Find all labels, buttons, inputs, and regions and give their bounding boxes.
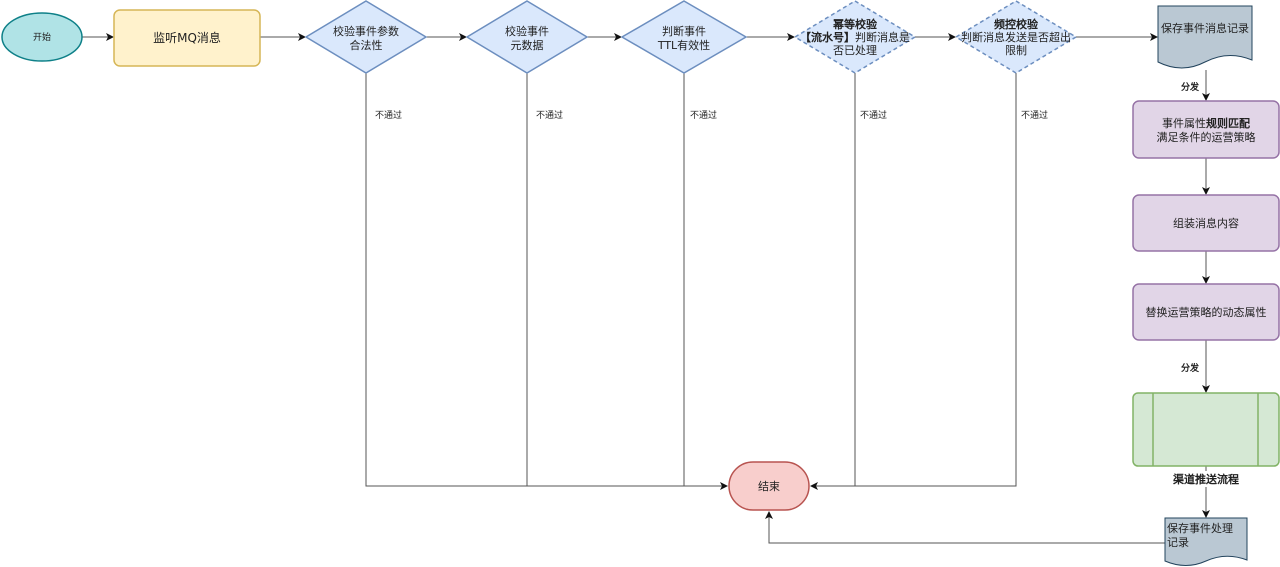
svg-text:校验事件: 校验事件 [505,24,549,38]
edge-saveproc-end [765,511,1165,544]
fail-label: 不通过 [690,109,717,121]
svg-text:结束: 结束 [758,480,780,493]
dispatch-label: 分发 [1181,81,1200,93]
edge-params-fail [365,73,728,490]
fail-label: 不通过 [536,109,563,121]
svg-text:判断消息发送是否超出: 判断消息发送是否超出 [961,30,1071,44]
start-node[interactable]: 开始 [1,12,83,62]
idempotent-key: 【流水号】 [800,30,855,44]
channel-push-node[interactable] [1132,392,1280,467]
check-params-node[interactable]: 校验事件参数 合法性 [304,0,428,74]
save-message-record-node[interactable]: 保存事件消息记录 [1157,5,1253,69]
svg-text:否已处理: 否已处理 [833,44,877,57]
svg-text:判断事件: 判断事件 [662,24,706,38]
check-ttl-node[interactable]: 判断事件 TTL有效性 [620,0,748,74]
edges [82,33,1210,544]
svg-text:开始: 开始 [33,31,51,43]
svg-text:满足条件的运营策略: 满足条件的运营策略 [1157,130,1256,144]
svg-text:【流水号】判断消息是: 【流水号】判断消息是 [800,30,910,44]
rule-bold: 规则匹配 [1206,116,1250,130]
check-meta-node[interactable]: 校验事件 元数据 [465,0,589,74]
svg-text:校验事件参数: 校验事件参数 [333,24,399,38]
save-process-record-node[interactable]: 保存事件处理 记录 [1164,517,1248,566]
svg-text:频控校验: 频控校验 [994,17,1039,31]
svg-text:限制: 限制 [1005,44,1027,57]
svg-text:合法性: 合法性 [350,38,383,52]
listen-mq-node[interactable]: 监听MQ消息 [113,9,261,67]
edge-freq-fail [810,73,1017,490]
rule-prefix: 事件属性 [1162,116,1206,130]
svg-text:事件属性规则匹配: 事件属性规则匹配 [1162,116,1250,130]
rule-match-node[interactable]: 事件属性规则匹配 满足条件的运营策略 [1132,100,1280,159]
fail-labels: 不通过 不通过 不通过 不通过 不通过 分发 分发 [375,79,1204,375]
svg-text:记录: 记录 [1167,536,1189,549]
frequency-check-node[interactable]: 频控校验 判断消息发送是否超出 限制 [954,0,1078,74]
fail-label: 不通过 [1021,109,1048,121]
channel-push-label: 渠道推送流程 [1173,472,1239,486]
idempotent-desc: 判断消息是 [855,30,910,44]
svg-text:监听MQ消息: 监听MQ消息 [153,30,221,45]
assemble-message-node[interactable]: 组装消息内容 [1132,194,1280,252]
svg-text:保存事件处理: 保存事件处理 [1167,521,1233,535]
svg-text:保存事件消息记录: 保存事件消息记录 [1161,21,1249,35]
svg-text:替换运营策略的动态属性: 替换运营策略的动态属性 [1146,305,1267,319]
svg-text:组装消息内容: 组装消息内容 [1173,216,1239,230]
svg-text:元数据: 元数据 [511,38,544,52]
svg-text:TTL有效性: TTL有效性 [657,38,710,52]
replace-attributes-node[interactable]: 替换运营策略的动态属性 [1132,283,1280,341]
dispatch-label: 分发 [1181,362,1200,374]
fail-label: 不通过 [375,109,402,121]
svg-text:幂等校验: 幂等校验 [832,17,878,31]
end-node[interactable]: 结束 [728,461,810,511]
fail-label: 不通过 [860,109,887,121]
idempotent-check-node[interactable]: 幂等校验 【流水号】判断消息是 否已处理 [793,0,917,74]
